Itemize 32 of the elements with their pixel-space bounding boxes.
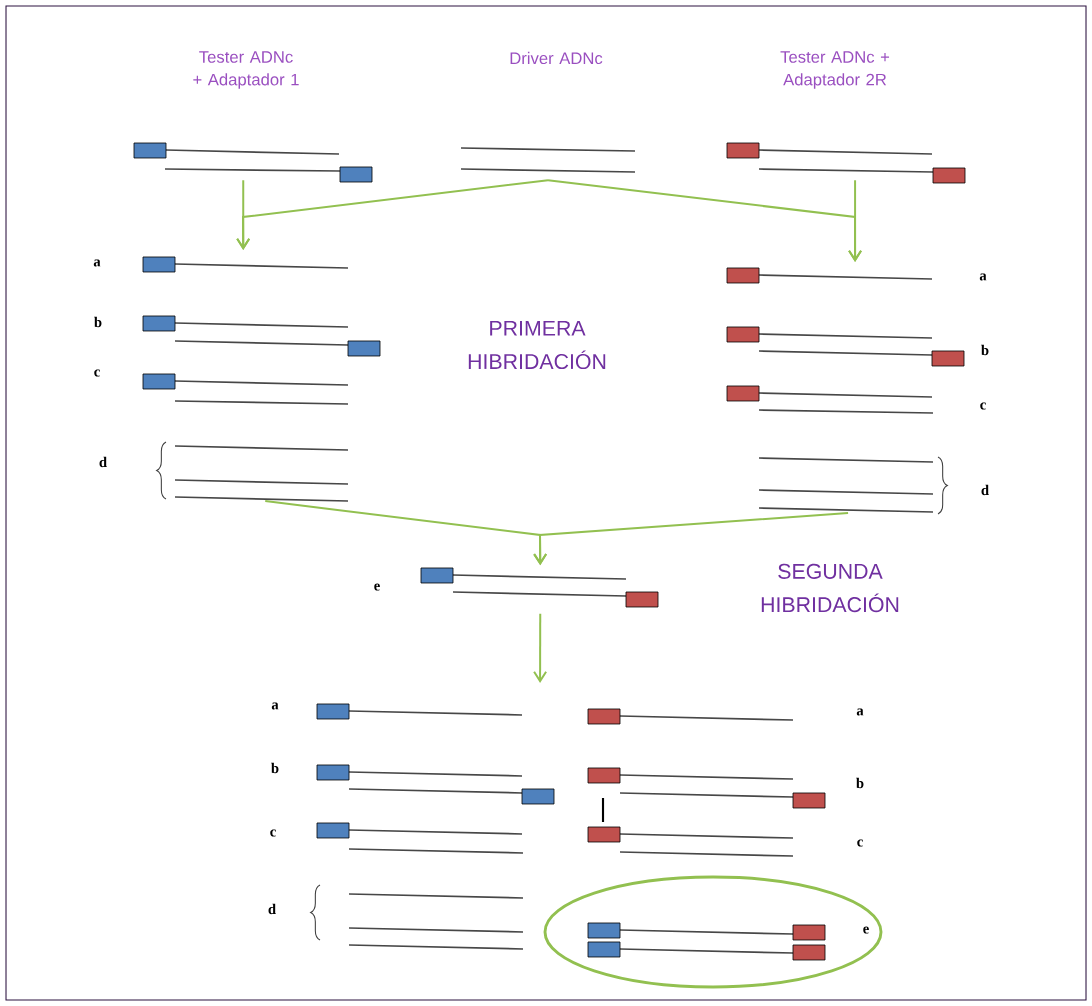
arrow [533,512,850,566]
strand-letter: d [99,456,107,468]
dna-strands-drawing: Tester ADNc + Adaptador 2R [726,51,966,184]
strand-letter: a [93,259,101,267]
strand-letter: c [980,402,986,410]
dna-strands-drawing [420,567,659,608]
strand-letter: e [863,926,869,934]
node-label: Tester ADNc + Adaptador 1 [193,51,299,89]
dna-strands-drawing: Driver ADNc [460,51,636,173]
dna-strands-drawing [726,267,965,515]
heading: SEGUNDA HIBRIDACIÓN [761,563,899,613]
dna-strands-drawing [142,256,381,502]
strand-letter: b [94,316,102,328]
strand-letter: b [856,777,864,789]
node-label: Tester ADNc + Adaptador 2R [780,51,890,89]
strand-letter: c [270,829,276,837]
strand-letter: a [979,273,987,281]
strand-letter: a [856,708,864,716]
strand-letter: d [981,484,989,496]
dna-strands-drawing [310,703,883,989]
arrow [848,179,863,262]
dna-strands-drawing: Tester ADNc + Adaptador 1 [133,51,373,183]
strand-letter: b [271,762,279,774]
strand-letter: a [271,702,279,710]
arrow [533,612,548,683]
strand-letter: b [981,344,989,356]
strand-letter: d [268,903,276,915]
strand-letter: e [374,583,380,591]
strand-letter: c [94,369,100,377]
heading: PRIMERA HIBRIDACIÓN [468,320,606,370]
arrow [236,179,549,250]
strand-letter: c [857,839,863,847]
